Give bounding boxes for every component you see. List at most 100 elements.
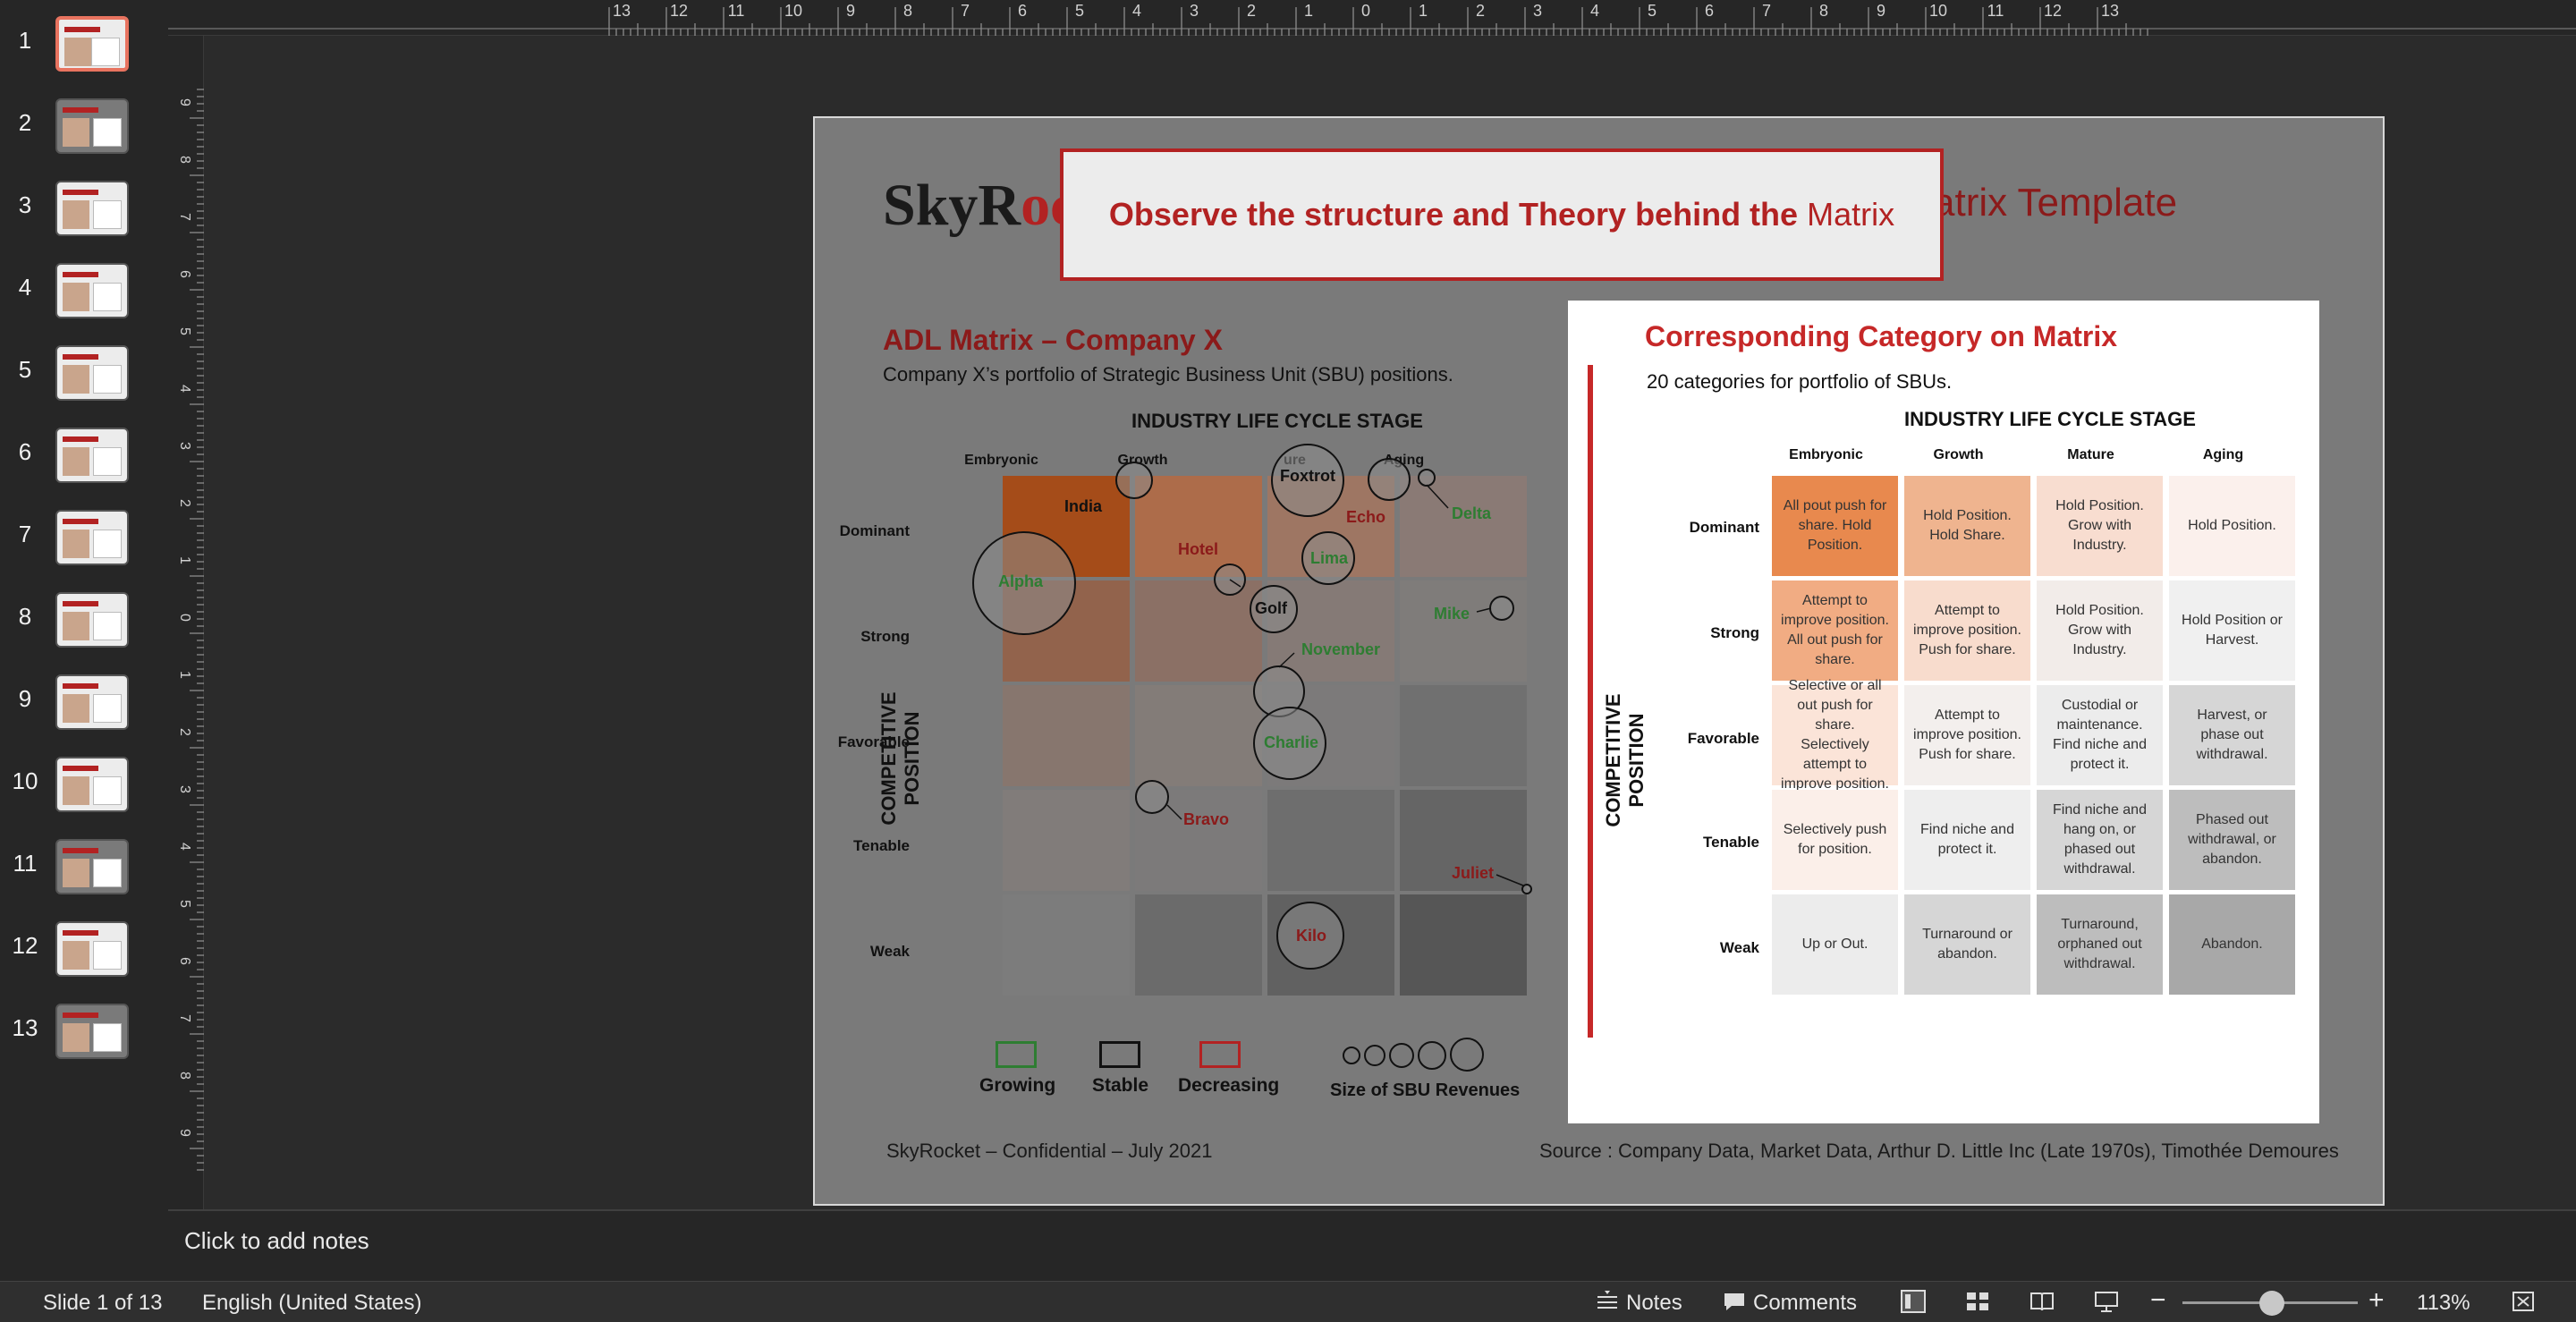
bubble-alpha[interactable]: [972, 531, 1076, 635]
notes-icon[interactable]: [1594, 1289, 1621, 1314]
slide-thumbnail[interactable]: 7: [0, 510, 168, 572]
slide-thumbnail[interactable]: 9: [0, 674, 168, 737]
bubble-hotel[interactable]: [1214, 564, 1246, 596]
slide-thumbnail-number: 12: [12, 932, 38, 959]
legend-size-xs-icon: [1343, 1047, 1360, 1064]
callout-box[interactable]: Observe the structure and Theory behind …: [1060, 148, 1944, 281]
slide-thumbnail[interactable]: 1: [0, 16, 168, 79]
bubble-juliet[interactable]: [1521, 884, 1532, 894]
slide-thumbnail-preview[interactable]: [55, 428, 129, 483]
slide-thumbnail[interactable]: 13: [0, 1004, 168, 1066]
zoom-in-icon[interactable]: +: [2368, 1285, 2385, 1315]
comments-button[interactable]: Comments: [1753, 1291, 1858, 1315]
zoom-level[interactable]: 113%: [2417, 1291, 2470, 1315]
panel-accent-bar: [1588, 365, 1593, 1038]
slide-thumbnail[interactable]: 12: [0, 921, 168, 984]
slide-thumbnail[interactable]: 11: [0, 839, 168, 902]
label-charlie: Charlie: [1264, 733, 1319, 751]
ruler-label: 2: [1247, 2, 1256, 20]
label-mike: Mike: [1434, 605, 1470, 623]
slide-thumbnail-preview[interactable]: [55, 98, 129, 154]
slide-thumbnail-preview[interactable]: [55, 839, 129, 894]
slide-thumbnail-preview[interactable]: [55, 263, 129, 318]
slide-thumbnail-preview[interactable]: [55, 345, 129, 401]
ruler-label: 9: [1877, 2, 1885, 20]
matrix-cell: [1135, 476, 1262, 577]
bubble-charlie[interactable]: [1253, 707, 1326, 780]
slide-sorter-icon[interactable]: [1964, 1289, 1991, 1314]
category-panel[interactable]: Corresponding Category on Matrix 20 cate…: [1568, 301, 2319, 1123]
ruler-label: 2: [177, 499, 192, 507]
zoom-slider-handle[interactable]: [2259, 1291, 2284, 1316]
slide-thumbnail[interactable]: 8: [0, 592, 168, 655]
callout-text: Observe the structure and Theory behind …: [1108, 196, 1799, 233]
left-x-axis-title: INDUSTRY LIFE CYCLE STAGE: [1131, 410, 1423, 432]
slide-thumbnail-preview[interactable]: [55, 181, 129, 236]
slide-thumbnail[interactable]: 3: [0, 181, 168, 243]
left-row-dominant: Dominant: [839, 522, 910, 539]
ruler-label: 9: [846, 2, 855, 20]
ruler-label: 1: [1304, 2, 1313, 20]
zoom-out-icon[interactable]: −: [2150, 1285, 2166, 1315]
label-india: India: [1064, 497, 1103, 515]
right-y-axis-title: COMPETITIVE POSITION: [1602, 693, 1648, 827]
bubble-golf[interactable]: [1250, 585, 1298, 633]
notes-button[interactable]: Notes: [1626, 1291, 1682, 1315]
slide-thumbnail-preview[interactable]: [55, 757, 129, 812]
slide-thumbnail-preview[interactable]: [55, 1004, 129, 1059]
slide-thumbnail-number: 9: [18, 685, 32, 712]
ruler-label: 1: [1419, 2, 1428, 20]
notes-pane[interactable]: Click to add notes: [168, 1209, 2576, 1281]
slide-thumbnail-preview[interactable]: [55, 921, 129, 977]
slide-thumbnail-preview[interactable]: [55, 16, 129, 72]
label-juliet: Juliet: [1452, 864, 1495, 882]
category-cell: Hold Position.: [2169, 476, 2295, 576]
slideshow-icon[interactable]: [2093, 1289, 2120, 1314]
bubble-lima[interactable]: [1301, 531, 1355, 585]
footer-confidential: SkyRocket – Confidential – July 2021: [886, 1140, 1213, 1162]
bubble-kilo[interactable]: [1276, 902, 1344, 970]
ruler-label: 0: [1361, 2, 1370, 20]
slide-thumbnail-number: 11: [13, 850, 38, 877]
right-row-weak: Weak: [1719, 939, 1759, 956]
notes-placeholder[interactable]: Click to add notes: [184, 1227, 369, 1254]
left-row-tenable: Tenable: [853, 837, 910, 854]
slide[interactable]: SkyRoc atrix Template Observe the struct…: [813, 116, 2385, 1206]
right-col-aging: Aging: [2202, 447, 2244, 462]
comments-icon[interactable]: [1721, 1289, 1748, 1314]
slide-thumbnail-preview[interactable]: [55, 592, 129, 648]
slide-thumbnail[interactable]: 6: [0, 428, 168, 490]
slide-thumbnail[interactable]: 2: [0, 98, 168, 161]
ruler-label: 4: [1590, 2, 1599, 20]
bubble-foxtrot[interactable]: [1271, 444, 1344, 517]
ruler-label: 6: [1018, 2, 1027, 20]
ruler-label: 12: [670, 2, 688, 20]
slide-thumbnail[interactable]: 10: [0, 757, 168, 819]
category-cell: Harvest, or phase out withdrawal.: [2169, 685, 2295, 785]
left-row-weak: Weak: [869, 943, 910, 960]
category-cell: All pout push for share. Hold Position.: [1772, 476, 1898, 576]
ruler-label: 8: [177, 156, 192, 164]
slide-thumbnail-preview[interactable]: [55, 510, 129, 565]
slide-thumbnail[interactable]: 4: [0, 263, 168, 326]
slide-thumbnail-number: 4: [18, 274, 32, 301]
legend-growing-label: Growing: [979, 1075, 1056, 1096]
bubble-bravo[interactable]: [1135, 780, 1169, 814]
adl-matrix-heading: ADL Matrix – Company X: [883, 324, 1223, 356]
language-indicator[interactable]: English (United States): [202, 1291, 422, 1315]
ruler-label: 0: [177, 614, 192, 622]
matrix-cell: [1003, 894, 1130, 996]
slide-thumbnail-preview[interactable]: [55, 674, 129, 730]
bubble-echo[interactable]: [1368, 458, 1411, 501]
reading-view-icon[interactable]: [2029, 1289, 2055, 1314]
bubble-india[interactable]: [1115, 462, 1153, 499]
ruler-label: 6: [1705, 2, 1714, 20]
matrix-cell: [1003, 685, 1130, 786]
legend-size-m-icon: [1389, 1043, 1414, 1068]
fit-to-window-icon[interactable]: [2510, 1289, 2537, 1314]
ruler-label: 5: [1648, 2, 1657, 20]
ruler-label: 7: [1762, 2, 1771, 20]
slide-thumbnail[interactable]: 5: [0, 345, 168, 408]
normal-view-icon[interactable]: [1900, 1289, 1927, 1314]
